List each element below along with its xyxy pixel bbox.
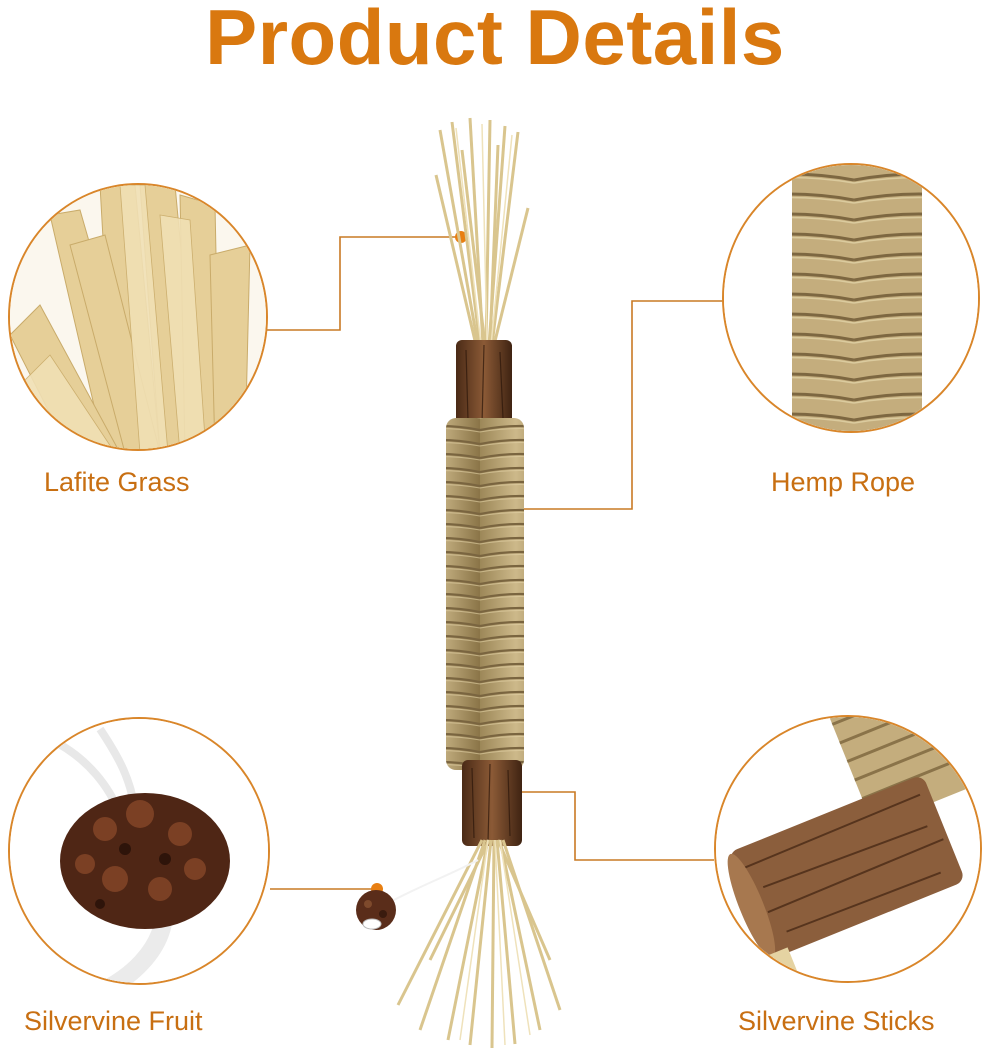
- lafite-grass-closeup: [8, 183, 268, 451]
- silvervine-fruit-icon: [10, 719, 268, 983]
- upper-wood-segment: [456, 340, 512, 426]
- fruit-string: [384, 859, 479, 906]
- top-grass-tuft: [434, 117, 530, 346]
- callout-line-silvervine-sticks: [498, 791, 714, 861]
- bottom-grass-tuft: [396, 839, 562, 1049]
- rope-wrapped-segment: [446, 418, 524, 770]
- lafite-grass-label: Lafite Grass: [44, 467, 190, 497]
- silvervine-sticks-label: Silvervine Sticks: [738, 1006, 935, 1036]
- silvervine-sticks-icon: [716, 717, 980, 981]
- hemp-rope-label: Hemp Rope: [771, 467, 916, 497]
- lafite-grass-icon: [10, 185, 266, 449]
- callout-line-lafite-grass: [266, 236, 460, 331]
- silvervine-fruit-closeup: [8, 717, 270, 985]
- callout-line-hemp-rope: [512, 300, 724, 510]
- hemp-rope-closeup: [722, 163, 980, 433]
- silvervine-fruit-label: Silvervine Fruit: [24, 1006, 203, 1036]
- silvervine-sticks-closeup: [714, 715, 982, 983]
- page-title: Product Details: [205, 0, 785, 81]
- lower-wood-segment: [462, 760, 522, 846]
- hemp-rope-icon: [724, 165, 978, 431]
